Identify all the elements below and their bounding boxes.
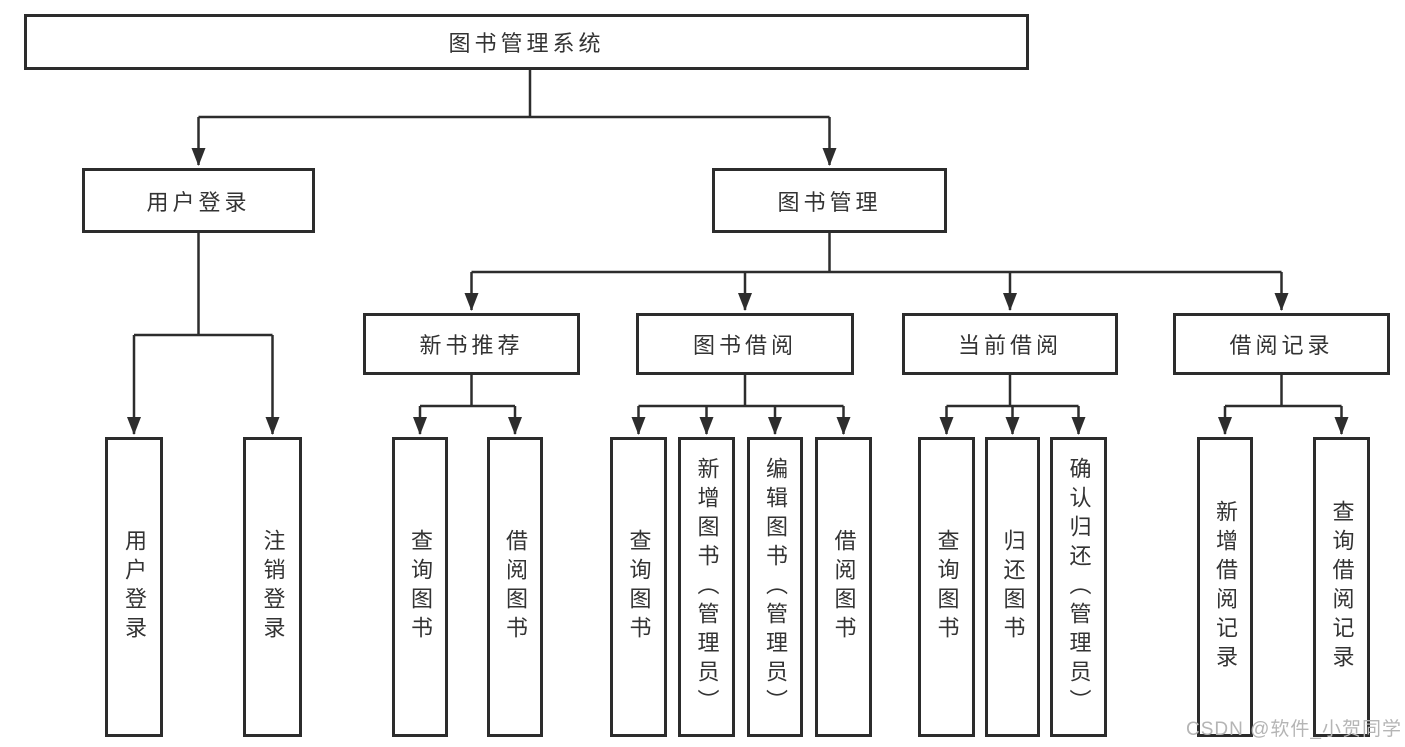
connector-new-book-recommendation-to-leaves [413, 375, 522, 435]
node-current-borrowing-label: 当前借阅 [957, 333, 1062, 358]
leaf-logout: 注销登录 [243, 437, 302, 737]
node-new-book-recommendation-label: 新书推荐 [419, 333, 524, 358]
leaf-query-borrow-record-label: 查询借阅记录 [1329, 500, 1355, 674]
node-current-borrowing: 当前借阅 [902, 313, 1118, 375]
leaf-borrow-books-recommendation: 借阅图书 [487, 437, 543, 737]
node-borrowing-records-label: 借阅记录 [1229, 333, 1334, 358]
leaf-user-login: 用户登录 [105, 437, 163, 737]
leaf-borrow-books: 借阅图书 [815, 437, 872, 737]
node-library-management-system: 图书管理系统 [24, 14, 1029, 70]
leaf-edit-books-admin-label: 编辑图书（管理员） [763, 456, 788, 718]
leaf-return-books: 归还图书 [985, 437, 1040, 737]
leaf-query-books-borrowing-label: 查询图书 [626, 529, 652, 645]
leaf-confirm-return-admin: 确认归还（管理员） [1050, 437, 1107, 737]
leaf-confirm-return-admin-label: 确认归还（管理员） [1066, 456, 1092, 718]
leaf-edit-books-admin: 编辑图书（管理员） [747, 437, 803, 737]
node-library-management-system-label: 图书管理系统 [448, 31, 605, 56]
leaf-query-borrow-record: 查询借阅记录 [1313, 437, 1370, 737]
leaf-add-borrow-record-label: 新增借阅记录 [1213, 500, 1238, 674]
leaf-query-books-current: 查询图书 [918, 437, 975, 737]
node-book-borrowing: 图书借阅 [636, 313, 854, 375]
leaf-add-books-admin-label: 新增图书（管理员） [694, 456, 720, 718]
node-user-login: 用户登录 [82, 168, 315, 233]
leaf-query-books-recommendation: 查询图书 [392, 437, 448, 737]
leaf-query-books-current-label: 查询图书 [934, 529, 960, 645]
csdn-watermark: CSDN @软件_小贺同学 [1186, 719, 1402, 740]
connector-borrowing-records-to-leaves [1218, 375, 1349, 435]
connector-root-to-level2 [191, 70, 837, 166]
leaf-query-books-borrowing: 查询图书 [610, 437, 667, 737]
node-book-borrowing-label: 图书借阅 [692, 333, 797, 358]
leaf-borrow-books-recommendation-label: 借阅图书 [503, 529, 528, 645]
leaf-add-borrow-record: 新增借阅记录 [1197, 437, 1253, 737]
node-new-book-recommendation: 新书推荐 [363, 313, 580, 375]
leaf-return-books-label: 归还图书 [1000, 529, 1026, 645]
connector-current-borrowing-to-leaves [939, 375, 1086, 435]
leaf-borrow-books-label: 借阅图书 [831, 529, 857, 645]
node-book-management: 图书管理 [712, 168, 947, 233]
leaf-add-books-admin: 新增图书（管理员） [678, 437, 735, 737]
connector-user-login-to-leaves [127, 233, 280, 435]
connector-book-management-to-level3 [464, 233, 1289, 311]
leaf-user-login-label: 用户登录 [122, 529, 147, 645]
connector-book-borrowing-to-leaves [631, 375, 851, 435]
leaf-query-books-recommendation-label: 查询图书 [408, 529, 433, 645]
node-user-login-label: 用户登录 [146, 189, 251, 215]
node-borrowing-records: 借阅记录 [1173, 313, 1390, 375]
leaf-logout-label: 注销登录 [260, 529, 286, 645]
node-book-management-label: 图书管理 [777, 189, 882, 215]
